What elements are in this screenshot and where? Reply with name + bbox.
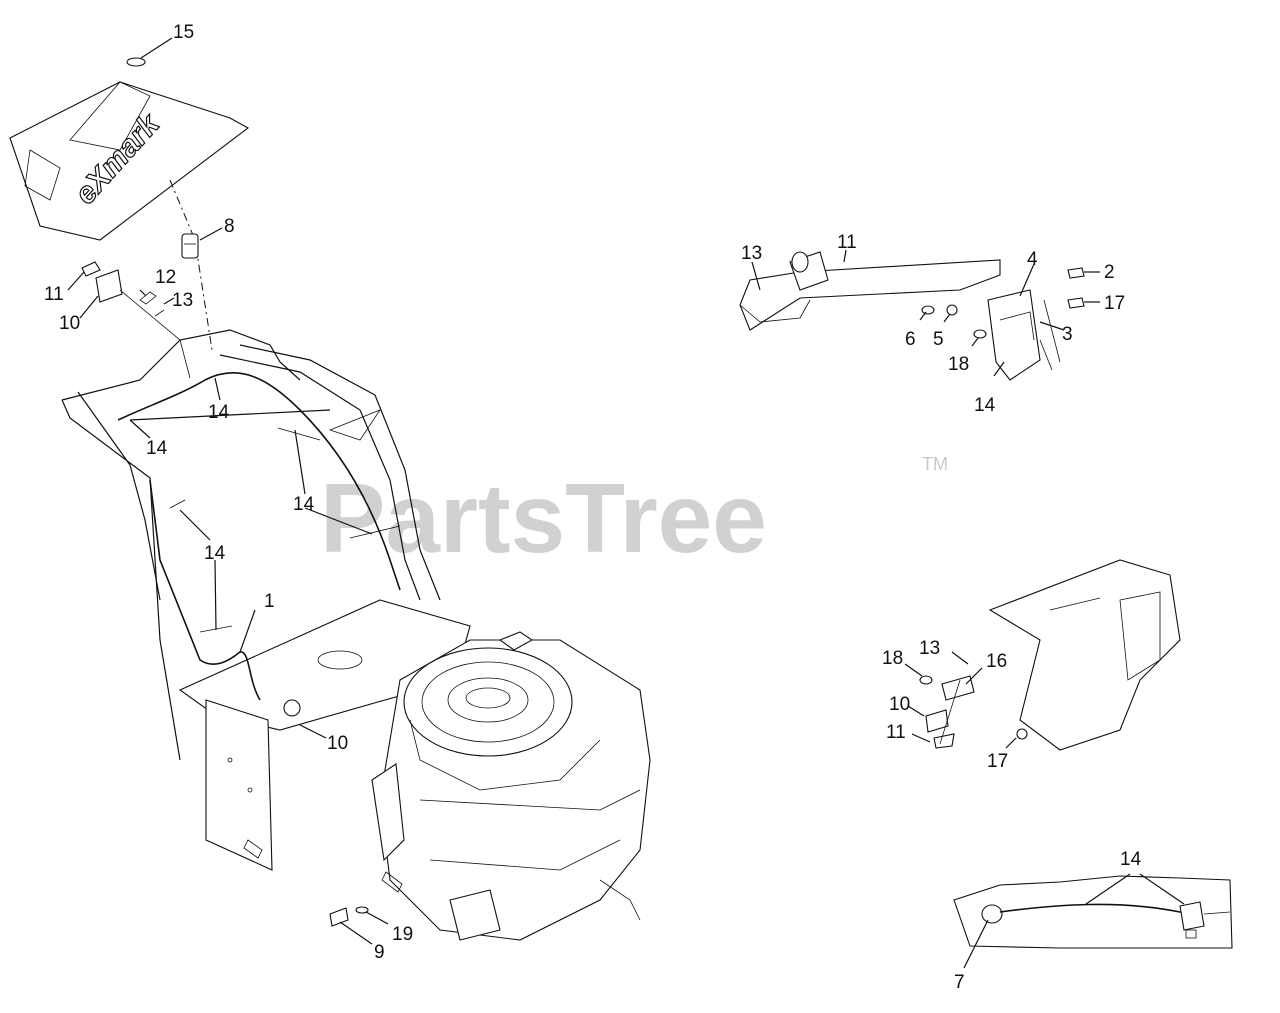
callout-label: 12 [155,267,176,288]
callout-label: 13 [172,290,193,311]
control-console-cover: eXmark [9,81,250,241]
callout-label: 11 [837,232,857,253]
callout-label: 2 [1104,262,1115,283]
engine-assembly [371,631,651,941]
callout-label: 10 [889,694,910,715]
deck-plate [178,599,471,871]
callout-label: 14 [974,395,996,416]
handle-frame [61,329,441,761]
assembly-centerline [169,179,213,351]
callout-label: 13 [919,638,940,659]
callout-label: 10 [327,733,348,754]
callout-label: 6 [905,329,916,350]
inset-mid-bracket [919,559,1181,751]
callout-label: 14 [208,402,230,423]
watermark-text: PartsTree [320,463,767,573]
cap-part-15 [126,37,173,67]
callout-label: 19 [392,924,413,945]
callout-label: 1 [264,591,275,612]
inset-top-bracket [739,251,1085,381]
callout-label: 15 [173,22,194,43]
callout-label: 14 [204,543,226,564]
callout-labels: 15 8 11 12 13 10 14 14 14 14 1 10 9 19 1… [44,22,1142,993]
callout-label: 8 [224,216,235,237]
callout-label: 11 [886,722,906,743]
callout-label: 16 [986,651,1007,672]
callout-label: 14 [293,494,315,515]
callout-label: 7 [954,972,965,993]
callout-label: 17 [987,751,1008,772]
callout-label: 17 [1104,293,1125,314]
callout-label: 4 [1027,249,1038,270]
callout-label: 9 [374,942,385,963]
callout-label: 18 [882,648,903,669]
callout-label: 18 [948,354,969,375]
callout-label: 5 [933,329,944,350]
bolt-part-9 [329,907,373,945]
watermark-trademark: TM [922,454,948,474]
callout-label: 14 [146,438,168,459]
callout-label: 11 [44,284,64,305]
callout-label: 3 [1062,324,1073,345]
washer-part-19 [355,906,389,925]
inset-bottom-panel [953,875,1233,949]
switch-part-8 [181,227,223,259]
wire-harness [117,372,401,591]
callout-label: 10 [59,313,80,334]
callout-label: 14 [1120,849,1142,870]
callout-label: 13 [741,243,762,264]
